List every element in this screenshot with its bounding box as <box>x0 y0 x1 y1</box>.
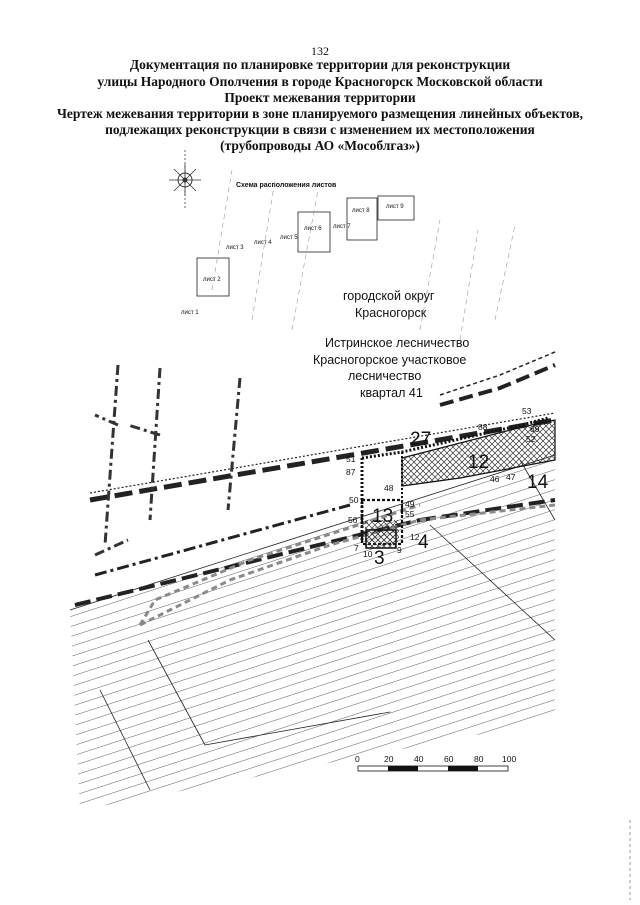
scale-label-40: 40 <box>414 754 424 764</box>
sheet-box-2 <box>196 257 230 297</box>
sheet-label-4: лист 4 <box>254 240 272 246</box>
sheet-box-9 <box>377 195 415 221</box>
parcel-number-4: 4 <box>418 532 429 553</box>
point-label-47: 47 <box>506 472 516 482</box>
sheet-box-6 <box>297 211 331 253</box>
sheet-scheme-title: Схема расположения листов <box>236 182 337 189</box>
scale-label-100: 100 <box>502 754 516 764</box>
sheet-label-6: лист 6 <box>304 226 322 232</box>
scale-bar: 0 20 40 60 80 100 <box>355 754 516 772</box>
forest-label-line2: Красногорское участковое <box>313 353 466 367</box>
point-label-10: 10 <box>363 549 373 559</box>
point-label-50: 50 <box>349 495 359 505</box>
north-arrow-icon <box>169 150 201 210</box>
point-label-87: 87 <box>346 467 356 477</box>
sheet-label-9: лист 9 <box>386 204 404 210</box>
header-line-3: Проект межевания территории <box>224 90 416 105</box>
point-label-51: 51 <box>346 454 356 464</box>
sheet-layout-scheme: Схема расположения листов лист 1 лист 2 … <box>181 182 415 316</box>
point-label-9: 9 <box>397 545 402 555</box>
header-line-5: подлежащих реконструкции в связи с измен… <box>105 122 535 137</box>
sheet-label-8: лист 8 <box>352 208 370 214</box>
scale-label-0: 0 <box>355 754 360 764</box>
header-line-6: (трубопроводы АО «Мособлгаз») <box>220 138 420 153</box>
point-label-46: 46 <box>490 474 500 484</box>
sheet-label-1: лист 1 <box>181 310 199 316</box>
point-label-88: 88 <box>478 422 488 432</box>
point-label-53: 53 <box>522 406 532 416</box>
parcel-number-14: 14 <box>527 472 549 493</box>
district-label-line1: городской округ <box>343 289 435 303</box>
point-label-55: 55 <box>405 509 415 519</box>
point-label-12: 12 <box>410 532 420 542</box>
sheet-label-7: лист 7 <box>333 224 351 230</box>
parcel-number-27: 27 <box>410 429 431 450</box>
point-label-49: 49 <box>405 499 415 509</box>
parcel-number-12: 12 <box>468 452 489 473</box>
forest-label-line4: квартал 41 <box>360 386 423 400</box>
background-grid-lines <box>211 169 516 341</box>
parcel-3-area <box>365 529 397 549</box>
scale-label-60: 60 <box>444 754 454 764</box>
sheet-label-2: лист 2 <box>203 277 221 283</box>
pipeline-feeders <box>94 364 242 557</box>
sheet-box-8 <box>346 197 378 241</box>
point-label-89: 89 <box>530 424 540 434</box>
point-label-48: 48 <box>384 483 394 493</box>
point-label-52: 52 <box>526 434 536 444</box>
parcel-number-13: 13 <box>372 506 393 527</box>
header-line-1: Документация по планировке территории дл… <box>129 57 511 72</box>
scale-label-80: 80 <box>474 754 484 764</box>
point-label-7: 7 <box>354 543 359 553</box>
page-number: 132 <box>311 44 329 58</box>
parcel-boundaries <box>69 454 556 791</box>
district-label-line2: Красногорск <box>355 306 427 320</box>
gray-dashed-boundary <box>138 503 556 627</box>
parcel-number-3: 3 <box>374 548 385 569</box>
header-line-4: Чертеж межевания территории в зоне плани… <box>56 106 584 121</box>
scale-label-20: 20 <box>384 754 394 764</box>
point-label-56: 56 <box>348 515 358 525</box>
header-line-2: улицы Народного Ополчения в городе Красн… <box>97 74 543 89</box>
forest-label-line1: Истринское лесничество <box>325 336 469 350</box>
sheet-label-5: лист 5 <box>280 235 298 241</box>
sheet-label-3: лист 3 <box>226 245 244 251</box>
forest-label-line3: лесничество <box>348 369 421 383</box>
parcel-hatching <box>70 457 555 810</box>
road-boundaries <box>74 351 556 607</box>
